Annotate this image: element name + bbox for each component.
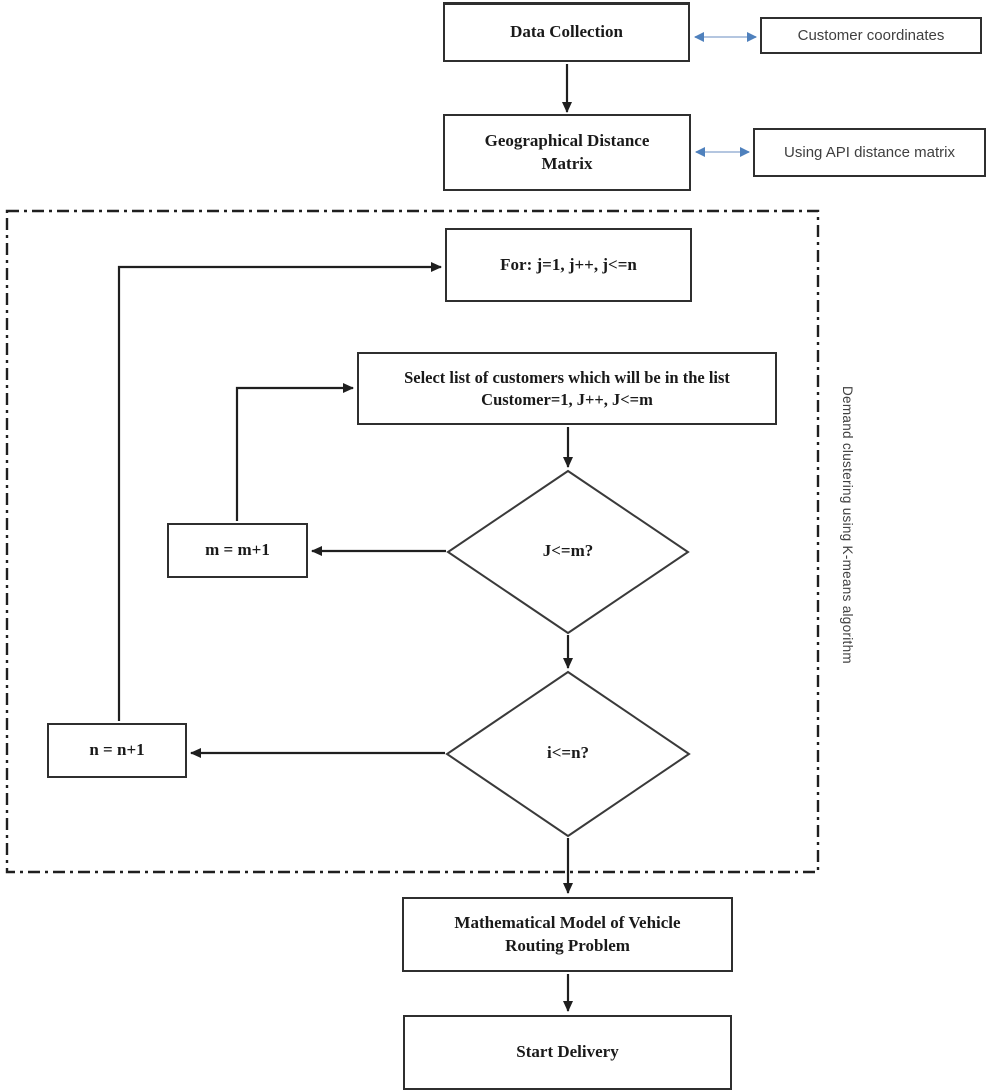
node-mathematical-model: Mathematical Model of Vehicle Routing Pr…: [402, 897, 733, 972]
node-select-customers: Select list of customers which will be i…: [357, 352, 777, 425]
node-geographical-distance-matrix: Geographical Distance Matrix: [443, 114, 691, 191]
node-for-loop: For: j=1, j++, j<=n: [445, 228, 692, 302]
edge-nincrement-to-forloop: [117, 262, 442, 721]
node-data-collection: Data Collection: [443, 2, 690, 62]
diamond-i-condition: [445, 670, 691, 838]
node-customer-coordinates: Customer coordinates: [760, 17, 982, 54]
cluster-region-border: [5, 209, 820, 874]
node-using-api-distance-matrix: Using API distance matrix: [753, 128, 986, 177]
diamond-label-j-condition: J<=m?: [542, 541, 594, 560]
node-start-delivery: Start Delivery: [403, 1015, 732, 1090]
diamond-label-i-condition: i<=n?: [546, 743, 590, 762]
node-n-increment: n = n+1: [47, 723, 187, 778]
diamond-j-condition: [446, 469, 690, 635]
node-m-increment: m = m+1: [167, 523, 308, 578]
edge-mincrement-to-select: [235, 383, 354, 521]
cluster-region-label: Demand clustering using K-means algorith…: [840, 386, 855, 664]
